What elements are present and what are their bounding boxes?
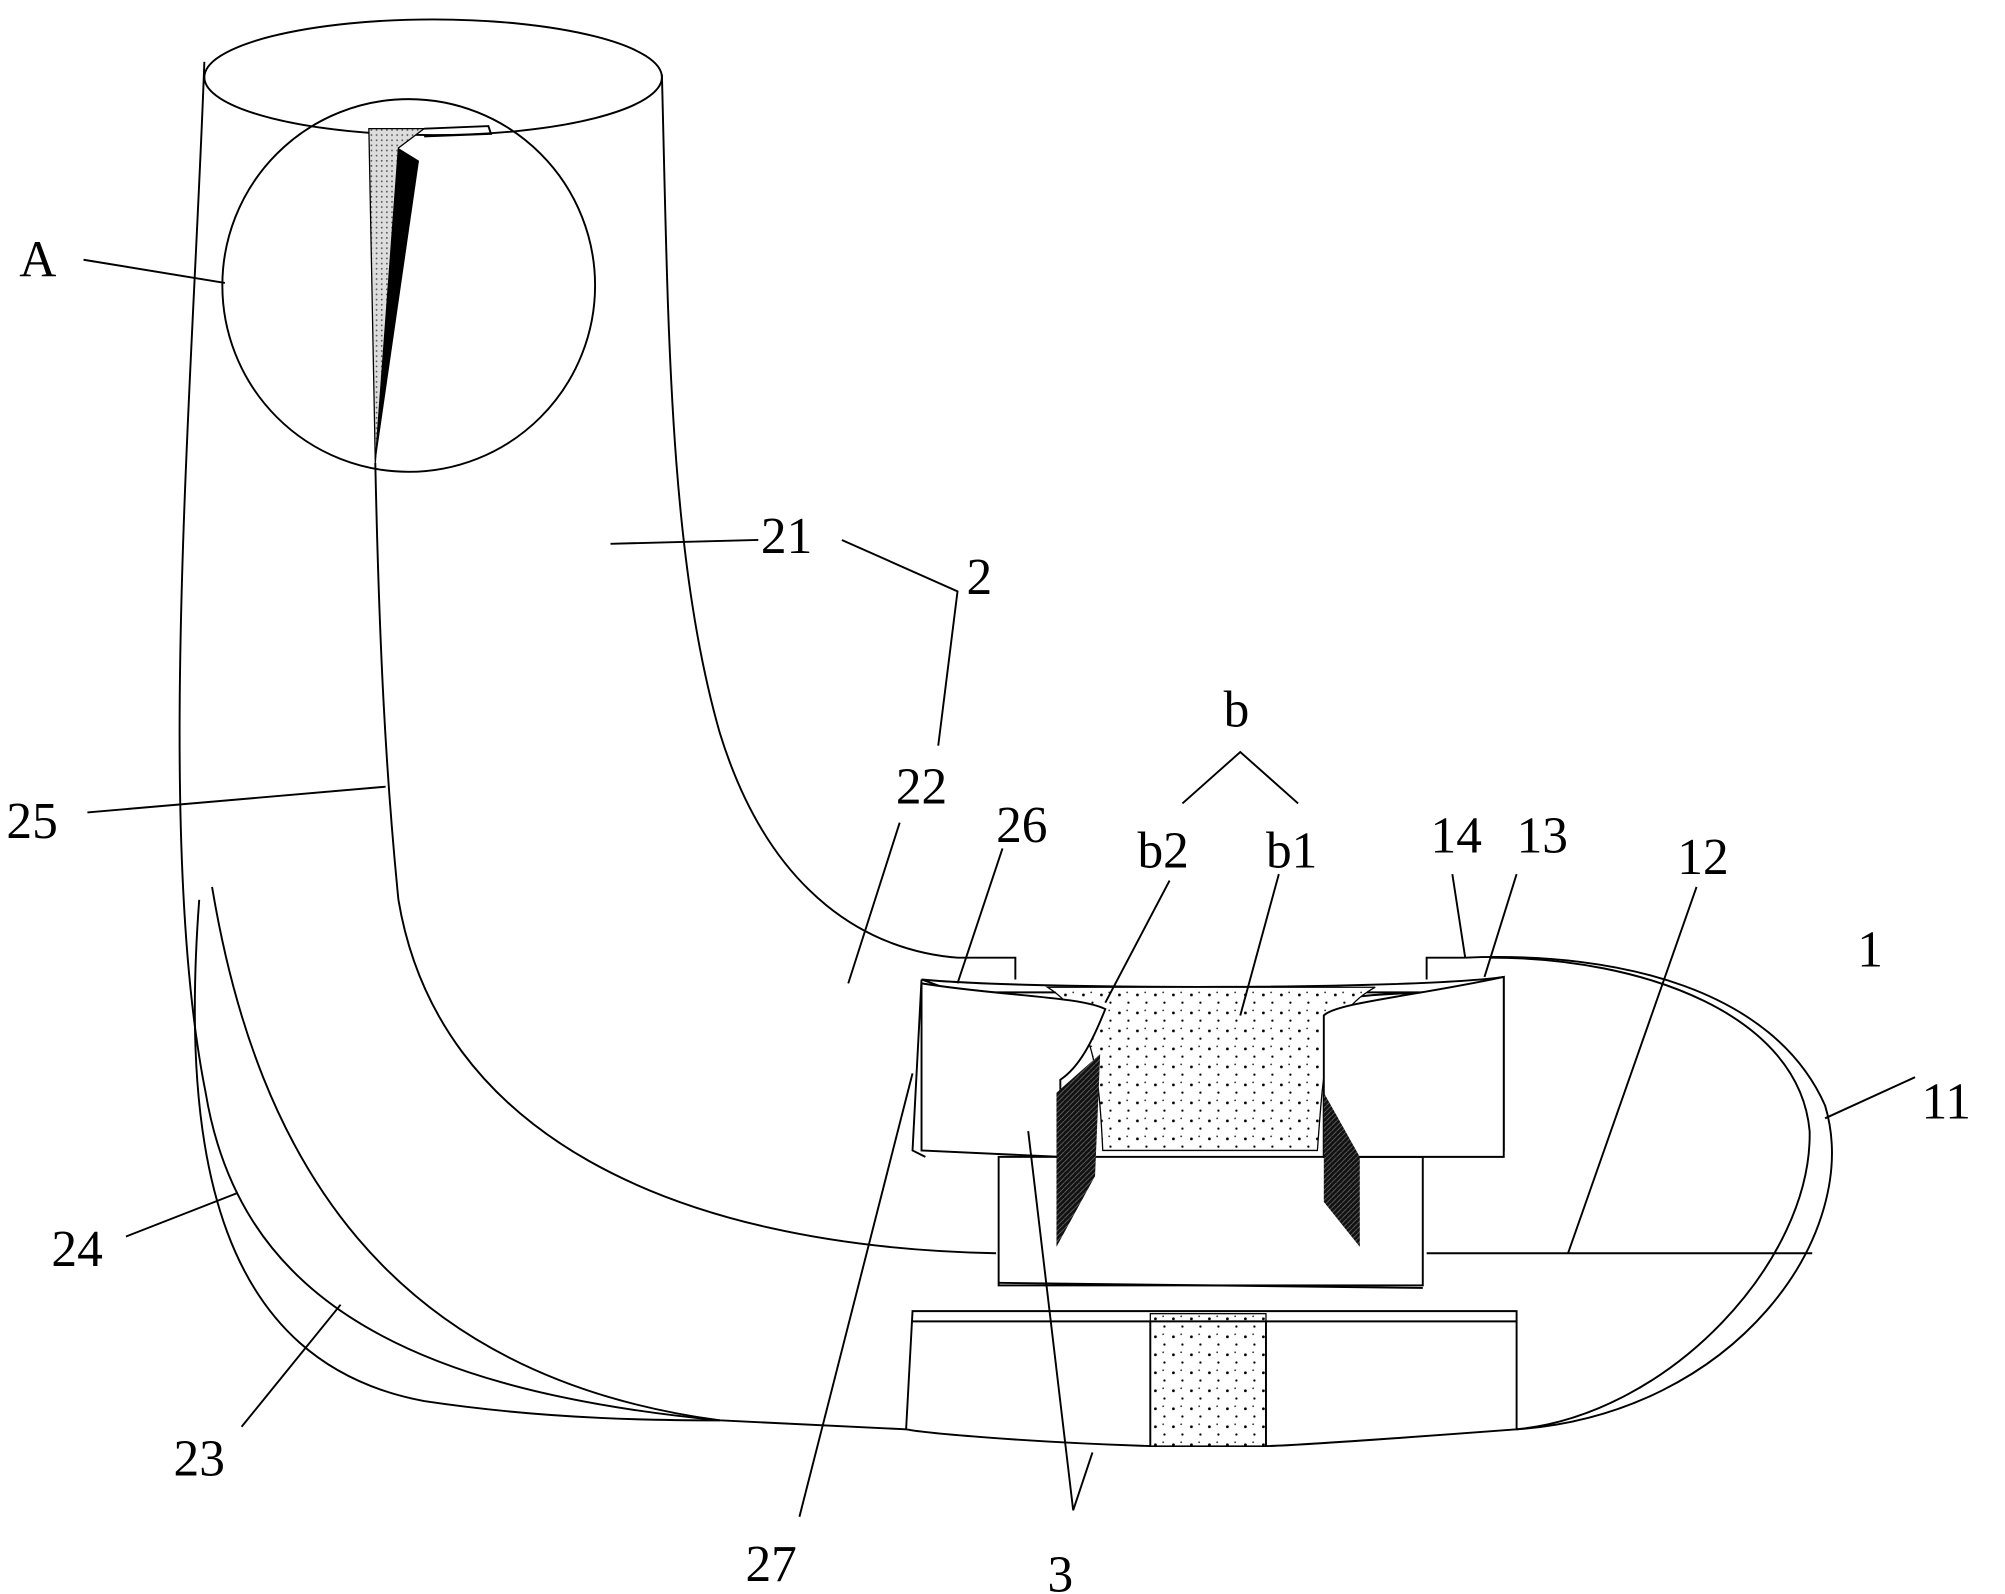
- toe-edge-1: [1490, 956, 1811, 1431]
- sock-outline: [178, 18, 1833, 1431]
- reference-labels: A 21 2 22 b b2 b1 26 14 13 12 1 11 25 24…: [6, 231, 1971, 1594]
- label-2: 2: [967, 549, 993, 606]
- label-b: b: [1224, 681, 1250, 738]
- label-3: 3: [1047, 1546, 1073, 1594]
- strap-right-panel: [1322, 975, 1505, 1158]
- label-27: 27: [745, 1536, 796, 1593]
- toe-edge-11: [1465, 956, 1833, 1431]
- sock-opening: [203, 18, 663, 137]
- label-b1: b1: [1266, 823, 1317, 880]
- heel-edge-24: [193, 899, 720, 1422]
- label-26: 26: [996, 797, 1047, 854]
- label-21: 21: [761, 508, 812, 565]
- upper-strap: [911, 956, 1505, 1289]
- sock-front-edge-21: [660, 74, 958, 959]
- slit-shadow: [375, 147, 419, 463]
- label-23: 23: [174, 1431, 225, 1488]
- label-22: 22: [896, 758, 947, 815]
- label-11: 11: [1921, 1073, 1970, 1130]
- side-fold-b2-right: [1323, 1092, 1360, 1247]
- side-fold-b2-left: [1056, 1054, 1101, 1247]
- label-14: 14: [1430, 807, 1481, 864]
- label-a: A: [19, 231, 56, 288]
- label-24: 24: [51, 1221, 102, 1278]
- leader-lines: [83, 258, 1916, 1517]
- label-12: 12: [1677, 829, 1728, 886]
- detail-circle-a: [221, 98, 597, 473]
- lower-strap-3: [905, 1310, 1518, 1448]
- label-13: 13: [1517, 807, 1568, 864]
- seam-25: [374, 462, 997, 1255]
- label-b2: b2: [1137, 823, 1188, 880]
- label-1: 1: [1857, 922, 1883, 979]
- sock-back-edge: [178, 61, 907, 1431]
- elastic-band-lower: [1149, 1313, 1267, 1447]
- label-25: 25: [6, 793, 57, 850]
- heel-line-23: [211, 886, 720, 1422]
